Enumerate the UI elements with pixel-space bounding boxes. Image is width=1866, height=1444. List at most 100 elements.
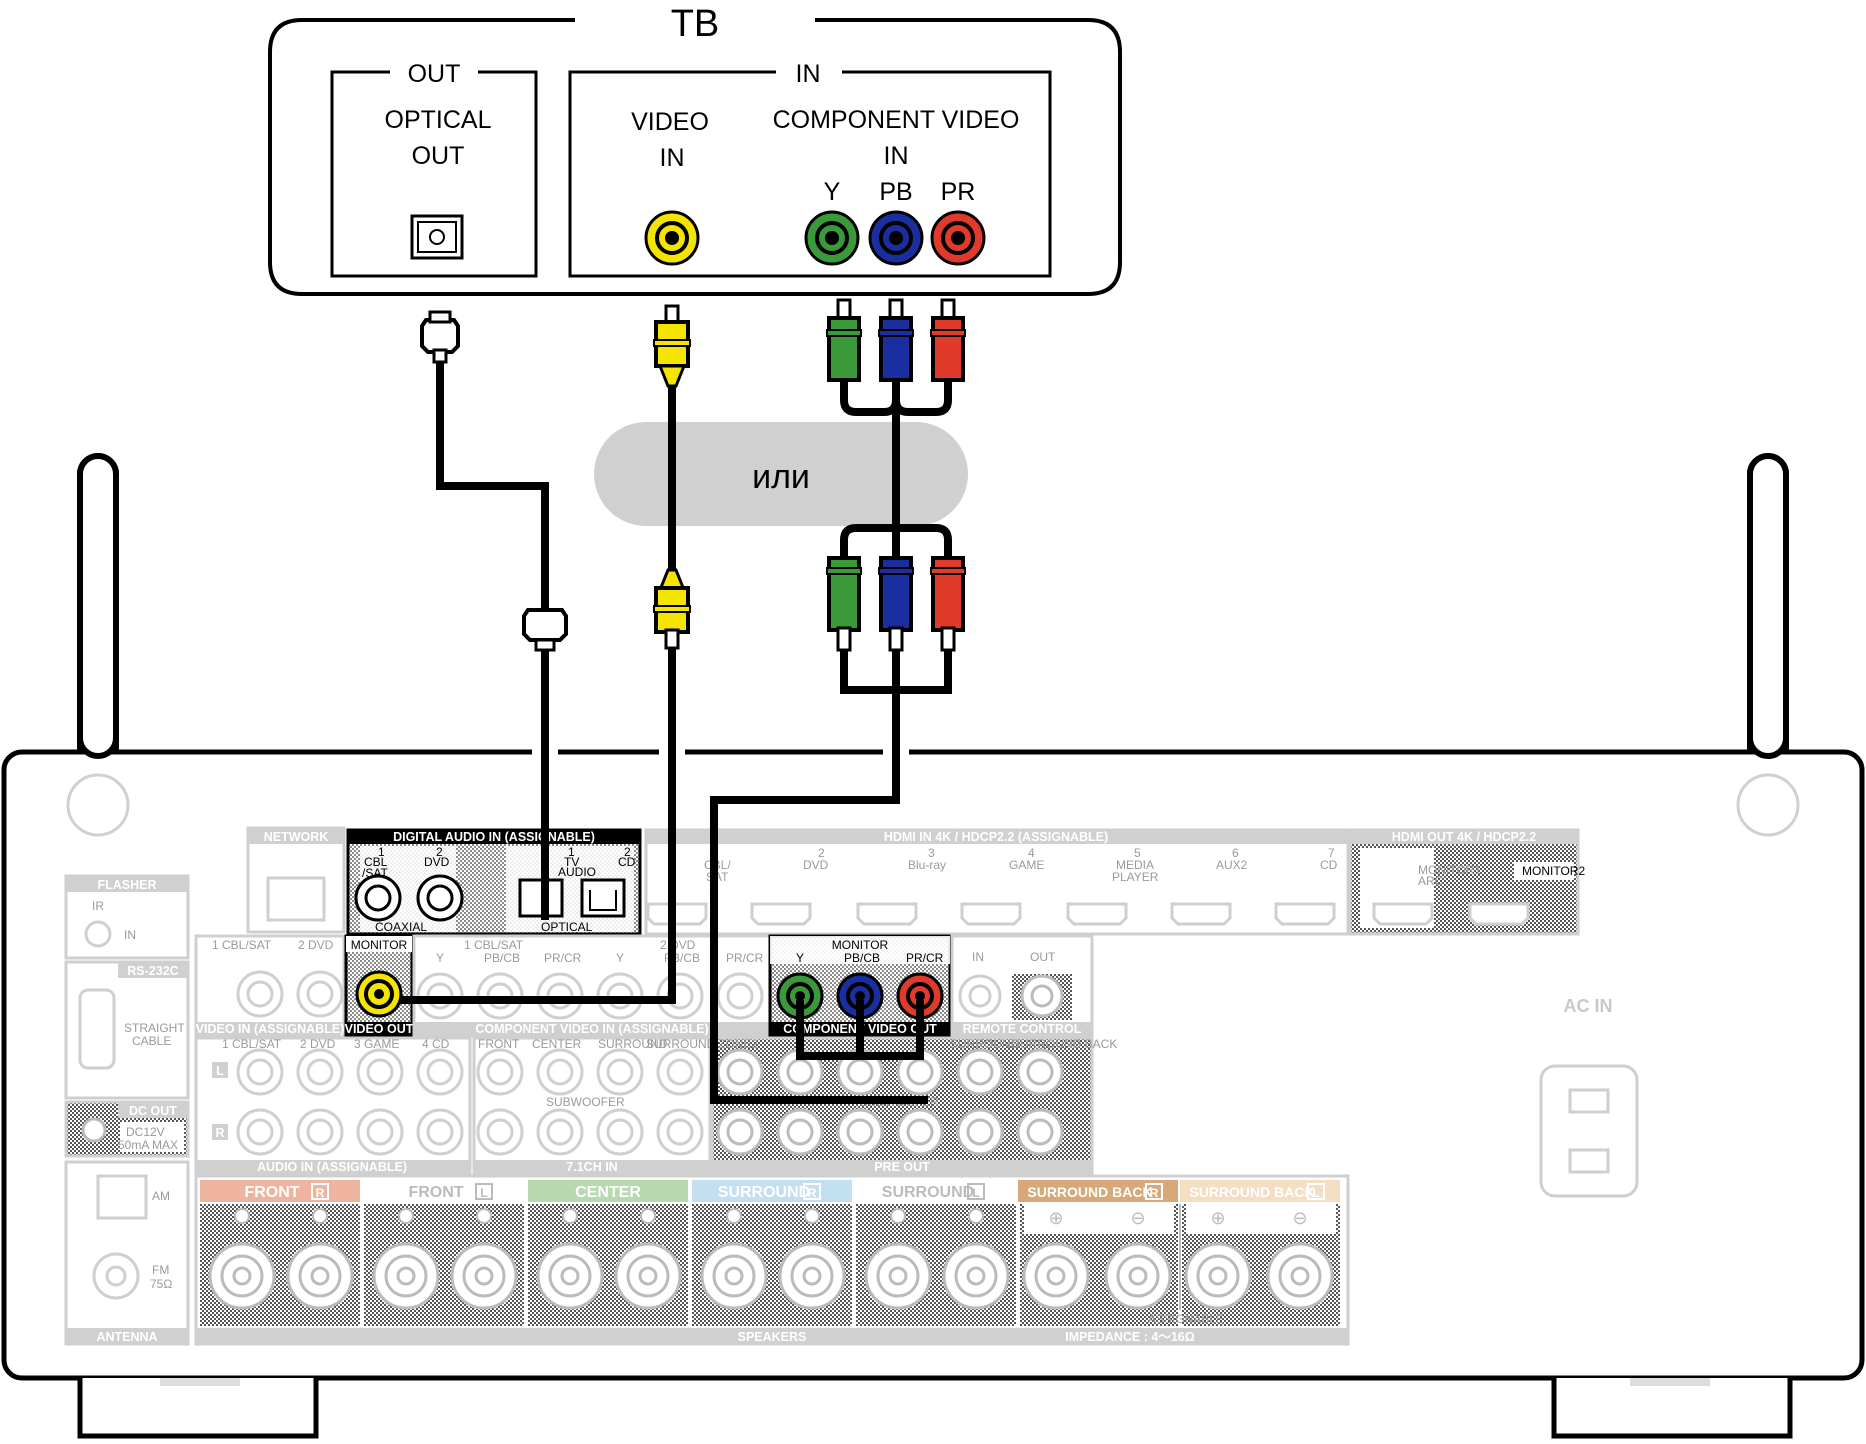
opt-2-label: CD: [618, 855, 636, 869]
speakers-label: SPEAKERS: [738, 1330, 807, 1344]
component-plug-receiver-844: [826, 556, 862, 652]
straight-cable-label-2: CABLE: [132, 1034, 171, 1048]
ch71-in-bottom-jack-1: [476, 1108, 524, 1156]
audio-in-r-jack-4: [416, 1108, 464, 1156]
or-label: или: [752, 458, 810, 496]
fm-jack: [92, 1252, 140, 1300]
am-label: AM: [152, 1189, 170, 1203]
speaker-header-4: SURROUND: [718, 1184, 810, 1201]
pre-out-panel: PRE OUT ZONE2 SURROUND SURROUND BACK SUB…: [710, 1036, 1117, 1176]
tv-optical-out-2: OUT: [412, 142, 465, 170]
hdmi-6-label: AUX2: [1216, 858, 1248, 872]
ch71-in-bottom-jack-3: [596, 1108, 644, 1156]
ir-label: IR: [92, 899, 104, 913]
component-plug-tv-844: [826, 298, 862, 382]
ch71-in-panel: 7.1CH IN FRONT CENTER SURROUND SURROUND …: [472, 1036, 751, 1176]
tv-pr-jack: [930, 210, 986, 266]
remote-in-jack: [958, 974, 1002, 1018]
speaker-back-sign-1-1: ⊕: [1048, 1208, 1063, 1228]
opt-1-label-1: TV: [564, 855, 579, 869]
speaker-header-tag-2: L: [480, 1186, 487, 1200]
or-pill: или: [594, 422, 968, 526]
assignable-label: ASSIGNABLE: [1148, 1312, 1224, 1326]
ch71-in-bottom-jack-2: [536, 1108, 584, 1156]
tv-optical-out-1: OPTICAL: [385, 106, 492, 134]
speaker-header-2: FRONT: [408, 1184, 463, 1201]
audio-r-tag: R: [215, 1126, 224, 1140]
coax-2-num: 2: [436, 845, 443, 859]
pre-out-top-jack-4: [896, 1048, 944, 1096]
rs232c-port: [78, 988, 116, 1070]
hdmi-out-monitor2-port: [1468, 902, 1530, 926]
ac-inlet: [1539, 1064, 1639, 1198]
ch71-in-jacks: [476, 1048, 704, 1156]
pre-surround-back: SURROUND BACK: [1012, 1037, 1117, 1051]
hdmi-out-monitor1-port: [1372, 902, 1434, 926]
speaker-back-sign-2-1: ⊕: [1210, 1208, 1225, 1228]
hdmi-4-num: 4: [1028, 846, 1035, 860]
comp-in-y1: Y: [436, 951, 444, 965]
tv-component-in-2: IN: [884, 142, 909, 170]
component-plugs: [826, 298, 966, 652]
audio-in-l-jack-2: [296, 1048, 344, 1096]
hdmi-in-ports: [646, 902, 1336, 926]
speaker-header-tag-4: R: [808, 1186, 817, 1200]
component-in-jack-6: [716, 972, 764, 1020]
tv-y-jack: [804, 210, 860, 266]
optical-cable: [420, 310, 568, 920]
tv-title: ТВ: [671, 3, 720, 45]
comp-in-y2: Y: [616, 951, 624, 965]
audio-1-label: 1 CBL/SAT: [222, 1037, 282, 1051]
hdmi-in-port-4: [960, 902, 1022, 926]
coaxial-label: COAXIAL: [375, 920, 427, 934]
speaker-header-tag-6: R: [1150, 1186, 1159, 1200]
ch71-front: FRONT: [478, 1037, 520, 1051]
audio-in-r-jack-2: [296, 1108, 344, 1156]
component-cable: [710, 298, 966, 1104]
am-terminal: [96, 1174, 148, 1220]
digital-audio-in-label: DIGITAL AUDIO IN (ASSIGNABLE): [393, 830, 595, 844]
speaker-back-sign-2-2: ⊖: [1292, 1208, 1307, 1228]
coax-2-label: DVD: [424, 855, 450, 869]
audio-in-panel: AUDIO IN (ASSIGNABLE) 1 CBL/SAT 2 DVD 3 …: [194, 1036, 472, 1176]
comp-in-1-label: 1 CBL/SAT: [464, 938, 524, 952]
audio-in-l-jack-4: [416, 1048, 464, 1096]
ch71-subwoofer: SUBWOOFER: [546, 1095, 625, 1109]
component-plug-receiver-896: [878, 556, 914, 652]
speaker-header-tag-7: L: [1312, 1186, 1319, 1200]
video-in-label: VIDEO IN (ASSIGNABLE): [196, 1022, 345, 1036]
hdmi-in-port-5: [1066, 902, 1128, 926]
pre-out-top-jack-3: [836, 1048, 884, 1096]
hdmi-5-label-b: PLAYER: [1112, 870, 1159, 884]
tv-y-label: Y: [824, 178, 841, 206]
pre-out-bottom-jack-3: [836, 1108, 884, 1156]
audio-4-label: 4 CD: [422, 1037, 450, 1051]
hdmi-4-label: GAME: [1009, 858, 1044, 872]
pre-zone2: ZONE2: [718, 1037, 758, 1051]
pre-out-bottom-jack-4: [896, 1108, 944, 1156]
hdmi-in-port-3: [856, 902, 918, 926]
feet: [77, 1378, 1793, 1439]
video-in-2-label: 2 DVD: [298, 938, 334, 952]
monitor2-label: MONITOR2: [1522, 864, 1585, 878]
audio-l-tag: L: [216, 1064, 224, 1078]
remote-control-panel: REMOTE CONTROL IN OUT: [950, 934, 1094, 1038]
hdmi-in-port-7: [1274, 902, 1336, 926]
digital-audio-in-panel: DIGITAL AUDIO IN (ASSIGNABLE) 1 CBL /SAT…: [346, 828, 642, 936]
hdmi-7-label: CD: [1320, 858, 1338, 872]
hdmi-6-num: 6: [1232, 846, 1239, 860]
pre-out-bottom-jack-6: [1016, 1108, 1064, 1156]
hdmi-3-label: Blu-ray: [908, 858, 946, 872]
hdmi-7-num: 7: [1328, 846, 1335, 860]
ch71-in-top-jack-1: [476, 1048, 524, 1096]
audio-in-r-jack-3: [356, 1108, 404, 1156]
remote-out-label: OUT: [1030, 950, 1056, 964]
component-plug-tv-896: [878, 298, 914, 382]
antenna-label: ANTENNA: [96, 1330, 157, 1344]
coax-1-num: 1: [378, 845, 385, 859]
hdmi-5-label-a: MEDIA: [1116, 858, 1154, 872]
hdmi-3-num: 3: [928, 846, 935, 860]
